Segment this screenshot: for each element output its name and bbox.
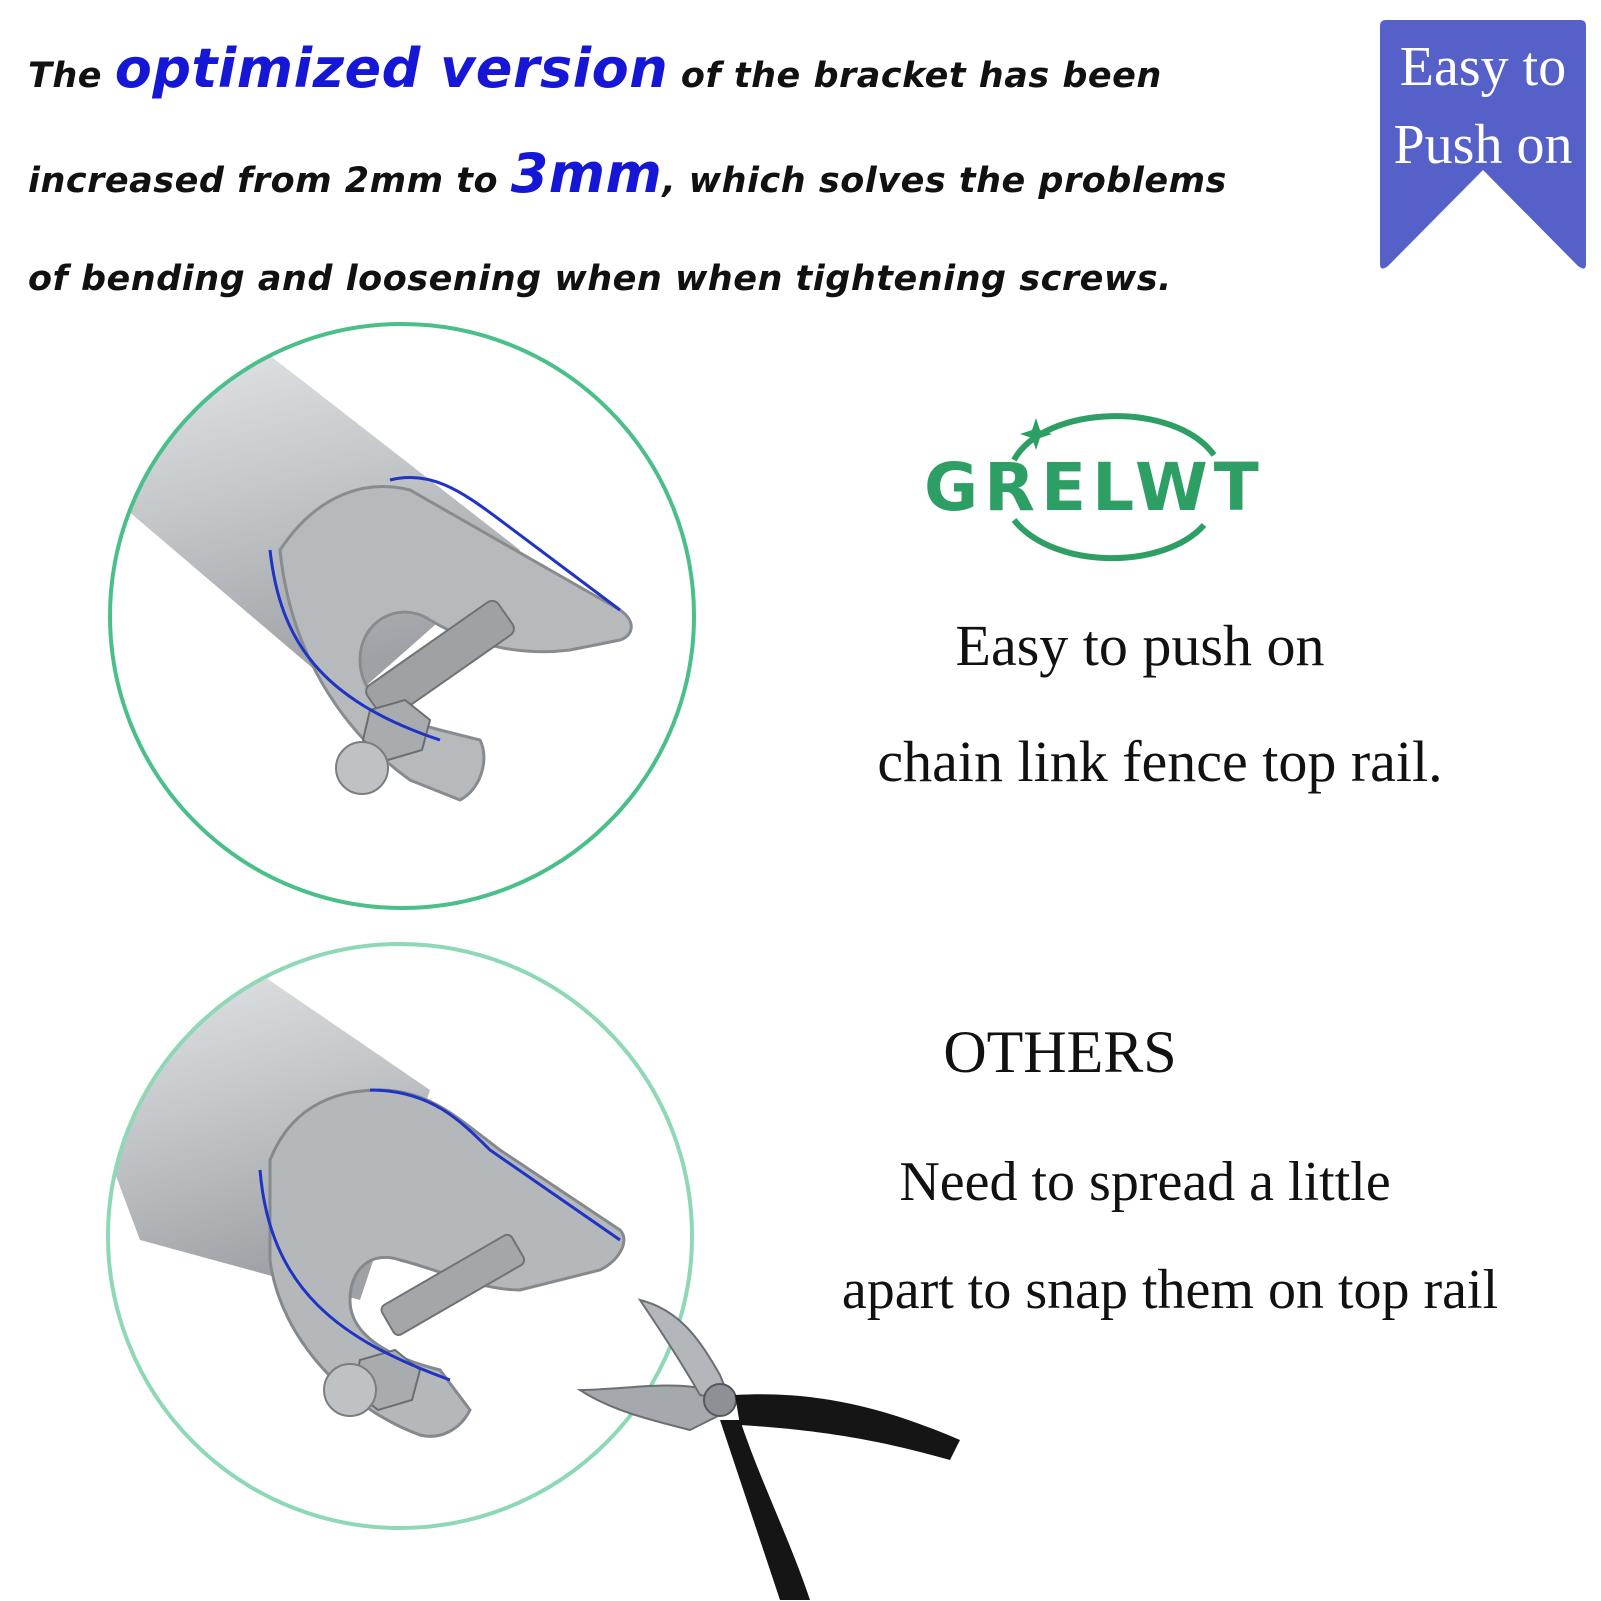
headline-text: , which solves the problems: [662, 161, 1227, 201]
headline-accent-3mm: 3mm: [510, 142, 663, 205]
headline-text: increased from 2mm to: [28, 161, 511, 201]
ribbon-line-1: Easy to: [1399, 36, 1567, 98]
headline-accent-optimized: optimized version: [114, 37, 669, 100]
brand-logo: GRELWT: [924, 413, 1265, 562]
headline-line-3: of bending and loosening when when tight…: [28, 259, 1172, 299]
optimized-caption-line-1: Easy to push on: [955, 613, 1325, 678]
optimized-bracket-photo: [108, 322, 696, 910]
headline-line-1: The optimized version of the bracket has…: [28, 20, 1358, 125]
others-caption-line-2: apart to snap them on top rail: [841, 1259, 1499, 1321]
brand-logo-text: GRELWT: [924, 449, 1265, 526]
others-title: OTHERS: [943, 1019, 1177, 1085]
others-bracket-photo: [106, 942, 694, 1530]
headline-text: of the bracket has been: [668, 56, 1162, 96]
star-icon: [1020, 418, 1052, 450]
headline-line-2: increased from 2mm to 3mm, which solves …: [28, 125, 1358, 230]
pliers-icon: [576, 1298, 960, 1600]
headline-text: The: [28, 56, 115, 96]
ribbon-badge: [1380, 20, 1586, 269]
others-caption-line-1: Need to spread a little: [899, 1151, 1391, 1213]
optimized-caption-line-2: chain link fence top rail.: [877, 729, 1443, 794]
headline: The optimized version of the bracket has…: [28, 20, 1358, 328]
ribbon-line-2: Push on: [1393, 114, 1573, 176]
ribbon-text: Easy to Push on: [1380, 28, 1586, 184]
